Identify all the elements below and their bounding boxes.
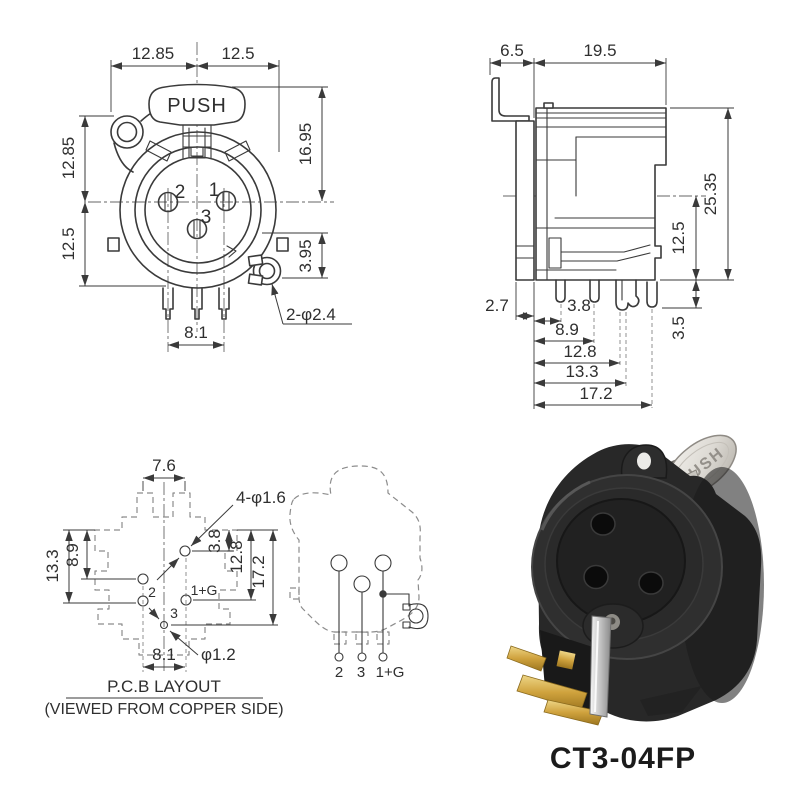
- mounting-ear: [110, 115, 144, 149]
- dim-body-depth: 19.5: [583, 41, 616, 60]
- dim-height-right-lower: 3.95: [296, 239, 315, 272]
- dim-height-right-upper: 16.95: [296, 123, 315, 166]
- latch-stem: [182, 124, 212, 159]
- pcb-layout-view: 2 1+G 3 7.6 13.3 8.9 3.8 12.8 17.2: [43, 456, 286, 718]
- pcb-dimensions: 7.6 13.3 8.9 3.8 12.8 17.2 8.1 4-φ1.6: [43, 456, 286, 671]
- keyway-notch: [226, 245, 237, 258]
- side-flange: [515, 120, 535, 281]
- ground-lug-loop: [408, 603, 429, 630]
- dim-pin-c-offset: 12.8: [563, 342, 596, 361]
- pcb-hole-pad3: [159, 620, 169, 630]
- schematic-notch: [289, 587, 300, 600]
- dim-right-upper: 3.8: [205, 529, 224, 553]
- dim-lower-height: 12.5: [669, 221, 688, 254]
- dim-width-left: 12.85: [132, 44, 175, 63]
- pcb-caption-title: P.C.B LAYOUT: [107, 677, 221, 696]
- terminal-1g-label: 1+G: [376, 664, 405, 681]
- ground-lug: [247, 254, 282, 286]
- dim-flange-offset: 2.7: [485, 296, 509, 315]
- pcb-hole-pad1g: [180, 594, 192, 606]
- side-housing-details: [535, 107, 667, 281]
- pad-3-label: 3: [170, 605, 178, 621]
- pcb-hole-pad2: [137, 595, 149, 607]
- leg-pin2: [162, 287, 174, 320]
- dim-pin-span: 8.1: [184, 323, 208, 342]
- pcb-caption: P.C.B LAYOUT (VIEWED FROM COPPER SIDE): [44, 677, 283, 718]
- dim-total-height: 25.35: [701, 173, 720, 216]
- pad-1g-label: 1+G: [191, 582, 218, 598]
- pin-3-hole: [186, 218, 208, 240]
- dim-height-lower: 12.5: [59, 227, 78, 260]
- side-view: 6.5 19.5 25.35 12.5 3.5 2.7 3.8 8.9: [485, 41, 734, 409]
- dim-width-right: 12.5: [221, 44, 254, 63]
- photo-contact-holes: [583, 512, 664, 595]
- dim-pin-a-offset: 3.8: [567, 296, 591, 315]
- dim-right-outer: 17.2: [249, 555, 268, 588]
- pin-3-label: 3: [201, 207, 212, 228]
- dim-lug-a-offset: 13.3: [565, 362, 598, 381]
- leg-pin3: [191, 287, 203, 320]
- ground-holes-note: 2-φ2.4: [286, 305, 336, 324]
- dim-left-outer: 13.3: [43, 549, 62, 582]
- front-pins: 2 1 3: [157, 180, 237, 320]
- pcb-hole-left: [137, 573, 149, 585]
- pin-2-label: 2: [175, 182, 186, 203]
- product-photo: PUSH: [506, 434, 764, 726]
- leg-pin1: [218, 287, 230, 320]
- terminal-2-label: 2: [335, 664, 343, 681]
- photo-gold-pins: [506, 645, 604, 726]
- pin-1-label: 1: [209, 180, 220, 201]
- side-view-dimensions: 6.5 19.5 25.35 12.5 3.5 2.7 3.8 8.9: [485, 41, 734, 409]
- schematic-contacts: [330, 554, 429, 662]
- dim-left-inner: 8.9: [63, 543, 82, 567]
- mounting-ear-hole: [116, 121, 138, 143]
- small-hole-note: φ1.2: [201, 645, 236, 664]
- dim-pin-protrusion: 3.5: [669, 316, 688, 340]
- dim-latch-depth: 6.5: [500, 41, 524, 60]
- photo-chrome-bar: [589, 615, 612, 718]
- pcb-footprint-outline: [94, 492, 238, 656]
- shell-slot-left: [145, 140, 172, 162]
- side-ground-leg-hook: [615, 279, 640, 311]
- dim-lug-b-offset: 17.2: [579, 384, 612, 403]
- pcb-hole-top: [179, 545, 191, 557]
- side-latch-lever: [491, 77, 530, 122]
- part-number-label: CT3-04FP: [550, 742, 696, 775]
- pcb-caption-sub: (VIEWED FROM COPPER SIDE): [44, 701, 283, 718]
- shell-slot-right: [224, 140, 251, 162]
- pad-2-label: 2: [148, 584, 156, 600]
- schematic-outline: [289, 465, 423, 633]
- push-tab: [148, 83, 246, 126]
- dim-tab-span: 7.6: [152, 456, 176, 475]
- dim-pad-span: 8.1: [152, 645, 176, 664]
- pin-2-hole: [157, 191, 179, 213]
- photo-top-ear-hole: [637, 452, 651, 470]
- push-label: PUSH: [167, 95, 227, 117]
- schematic-view: 2 3 1+G: [289, 465, 429, 681]
- dim-right-mid: 12.8: [227, 540, 246, 573]
- pcb-holes: [137, 545, 192, 630]
- dim-height-upper: 12.85: [59, 137, 78, 180]
- pin-holes-note: 4-φ1.6: [236, 488, 286, 507]
- front-view-dimensions: 12.85 12.5 12.85 12.5 16.95 3.95 8.1 2-φ…: [59, 44, 352, 349]
- side-pins: [555, 279, 658, 311]
- front-view: PUSH: [59, 42, 352, 352]
- pin-1-hole: [215, 190, 237, 212]
- dim-pin-b-offset: 8.9: [555, 320, 579, 339]
- side-body: [491, 77, 667, 311]
- xlr-front-body: PUSH: [107, 83, 289, 289]
- terminal-3-label: 3: [357, 664, 365, 681]
